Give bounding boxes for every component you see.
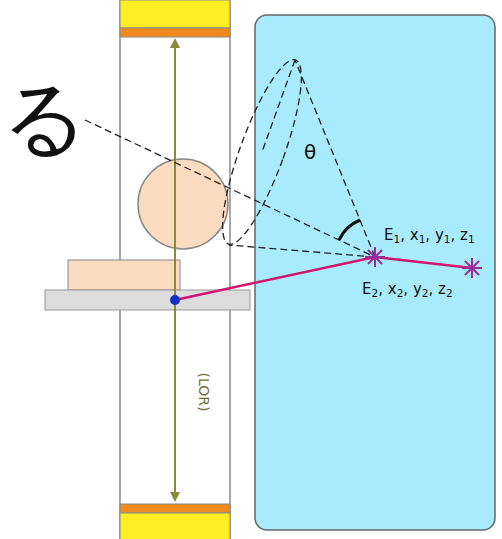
- photon-path: [175, 257, 472, 300]
- detector-top-crystal: [120, 28, 230, 37]
- star-stroke: [465, 261, 479, 275]
- star-stroke: [368, 250, 382, 264]
- angle-label: θ: [304, 140, 316, 164]
- energy-position-label: E2, x2, y2, z2: [362, 280, 453, 299]
- detector-top: [120, 0, 230, 28]
- angle-arc: [339, 220, 360, 240]
- heading-fragment: る: [2, 62, 88, 176]
- lor-label: (LOR): [196, 373, 212, 412]
- interaction-stars: [365, 247, 482, 278]
- cone-axis: [85, 120, 375, 257]
- cone-edge: [262, 60, 295, 152]
- cone-ellipse: [208, 52, 316, 251]
- cone-edge: [229, 245, 375, 257]
- patient-table: [45, 290, 250, 310]
- source-point: [170, 295, 180, 305]
- patient-body: [68, 260, 180, 290]
- scatter-detector: [255, 15, 495, 530]
- cone-edge: [295, 60, 375, 257]
- energy-position-label: E1, x1, y1, z1: [384, 226, 475, 245]
- patient-head: [138, 159, 228, 249]
- lor-arrow: [174, 40, 176, 500]
- detector-bottom-crystal: [120, 504, 230, 513]
- detector-bottom: [120, 513, 230, 539]
